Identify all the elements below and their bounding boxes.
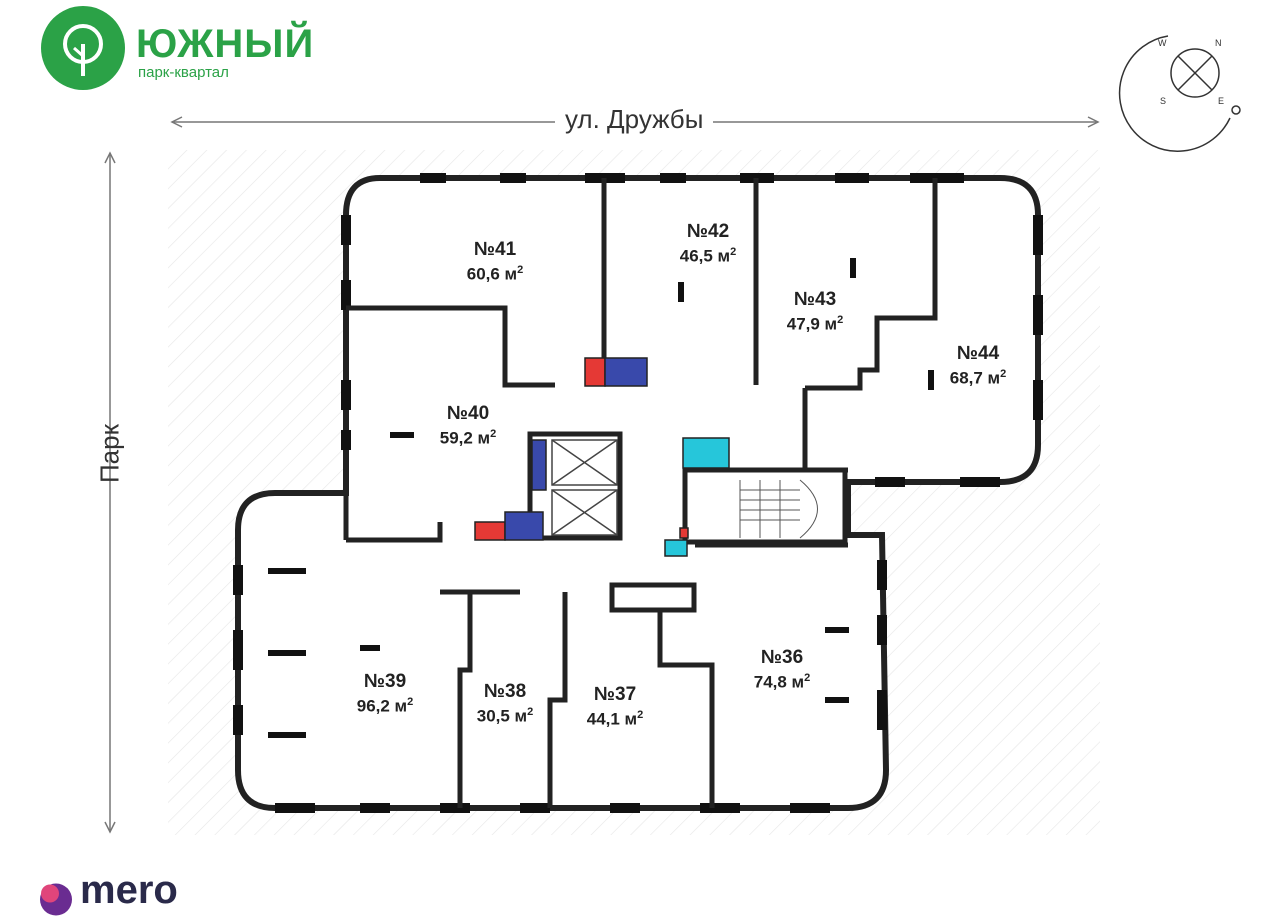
- unit-number: №44: [956, 343, 1000, 364]
- logo: [36, 4, 336, 94]
- unit-area: 47,9 м: [786, 314, 838, 334]
- unit-44: №44 68,7 м2: [928, 342, 1028, 389]
- park-label: Парк: [94, 424, 125, 483]
- unit-area: 46,5 м: [679, 246, 731, 266]
- unit-43: №43 47,9 м2: [765, 288, 865, 335]
- unit-number: №37: [593, 684, 637, 705]
- unit-area: 30,5 м: [476, 706, 528, 726]
- unit-number: №42: [686, 221, 730, 242]
- unit-number: №36: [760, 647, 804, 668]
- unit-40: №40 59,2 м2: [418, 402, 518, 449]
- unit-38: №38 30,5 м2: [455, 680, 555, 727]
- unit-41: №41 60,6 м2: [445, 238, 545, 285]
- unit-42: №42 46,5 м2: [658, 220, 758, 267]
- unit-number: №41: [473, 239, 517, 260]
- compass-icon: [1118, 35, 1241, 152]
- building-outline: [235, 175, 1041, 811]
- elevators: [551, 439, 618, 536]
- utility-shafts: [474, 357, 730, 557]
- tree-icon: [41, 6, 125, 90]
- unit-number: №38: [483, 681, 527, 702]
- park-arrow: [104, 151, 116, 834]
- unit-number: №40: [446, 403, 490, 424]
- unit-area: 60,6 м: [466, 264, 518, 284]
- logo-subtitle: парк-квартал: [138, 64, 229, 81]
- compass-w: W: [1158, 38, 1167, 48]
- unit-number: №39: [363, 671, 407, 692]
- interior-walls: [343, 178, 938, 808]
- unit-36: №36 74,8 м2: [732, 646, 832, 693]
- unit-area: 74,8 м: [753, 672, 805, 692]
- unit-39: №39 96,2 м2: [335, 670, 435, 717]
- compass-e: E: [1218, 96, 1225, 106]
- street-label: ул. Дружбы: [555, 104, 714, 135]
- unit-number: №43: [793, 289, 837, 310]
- compass-n: N: [1215, 38, 1222, 48]
- logo-title: ЮЖНЫЙ: [136, 22, 315, 66]
- compass-s: S: [1160, 96, 1167, 106]
- unit-37: №37 44,1 м2: [565, 683, 665, 730]
- equipment-marks: [268, 258, 934, 738]
- unit-area: 44,1 м: [586, 709, 638, 729]
- unit-area: 59,2 м: [439, 428, 491, 448]
- unit-area: 68,7 м: [949, 368, 1001, 388]
- unit-area: 96,2 м: [356, 696, 408, 716]
- brand-text: mero: [80, 868, 178, 912]
- staircase: [739, 479, 818, 539]
- mero-logo-icon: [40, 883, 72, 916]
